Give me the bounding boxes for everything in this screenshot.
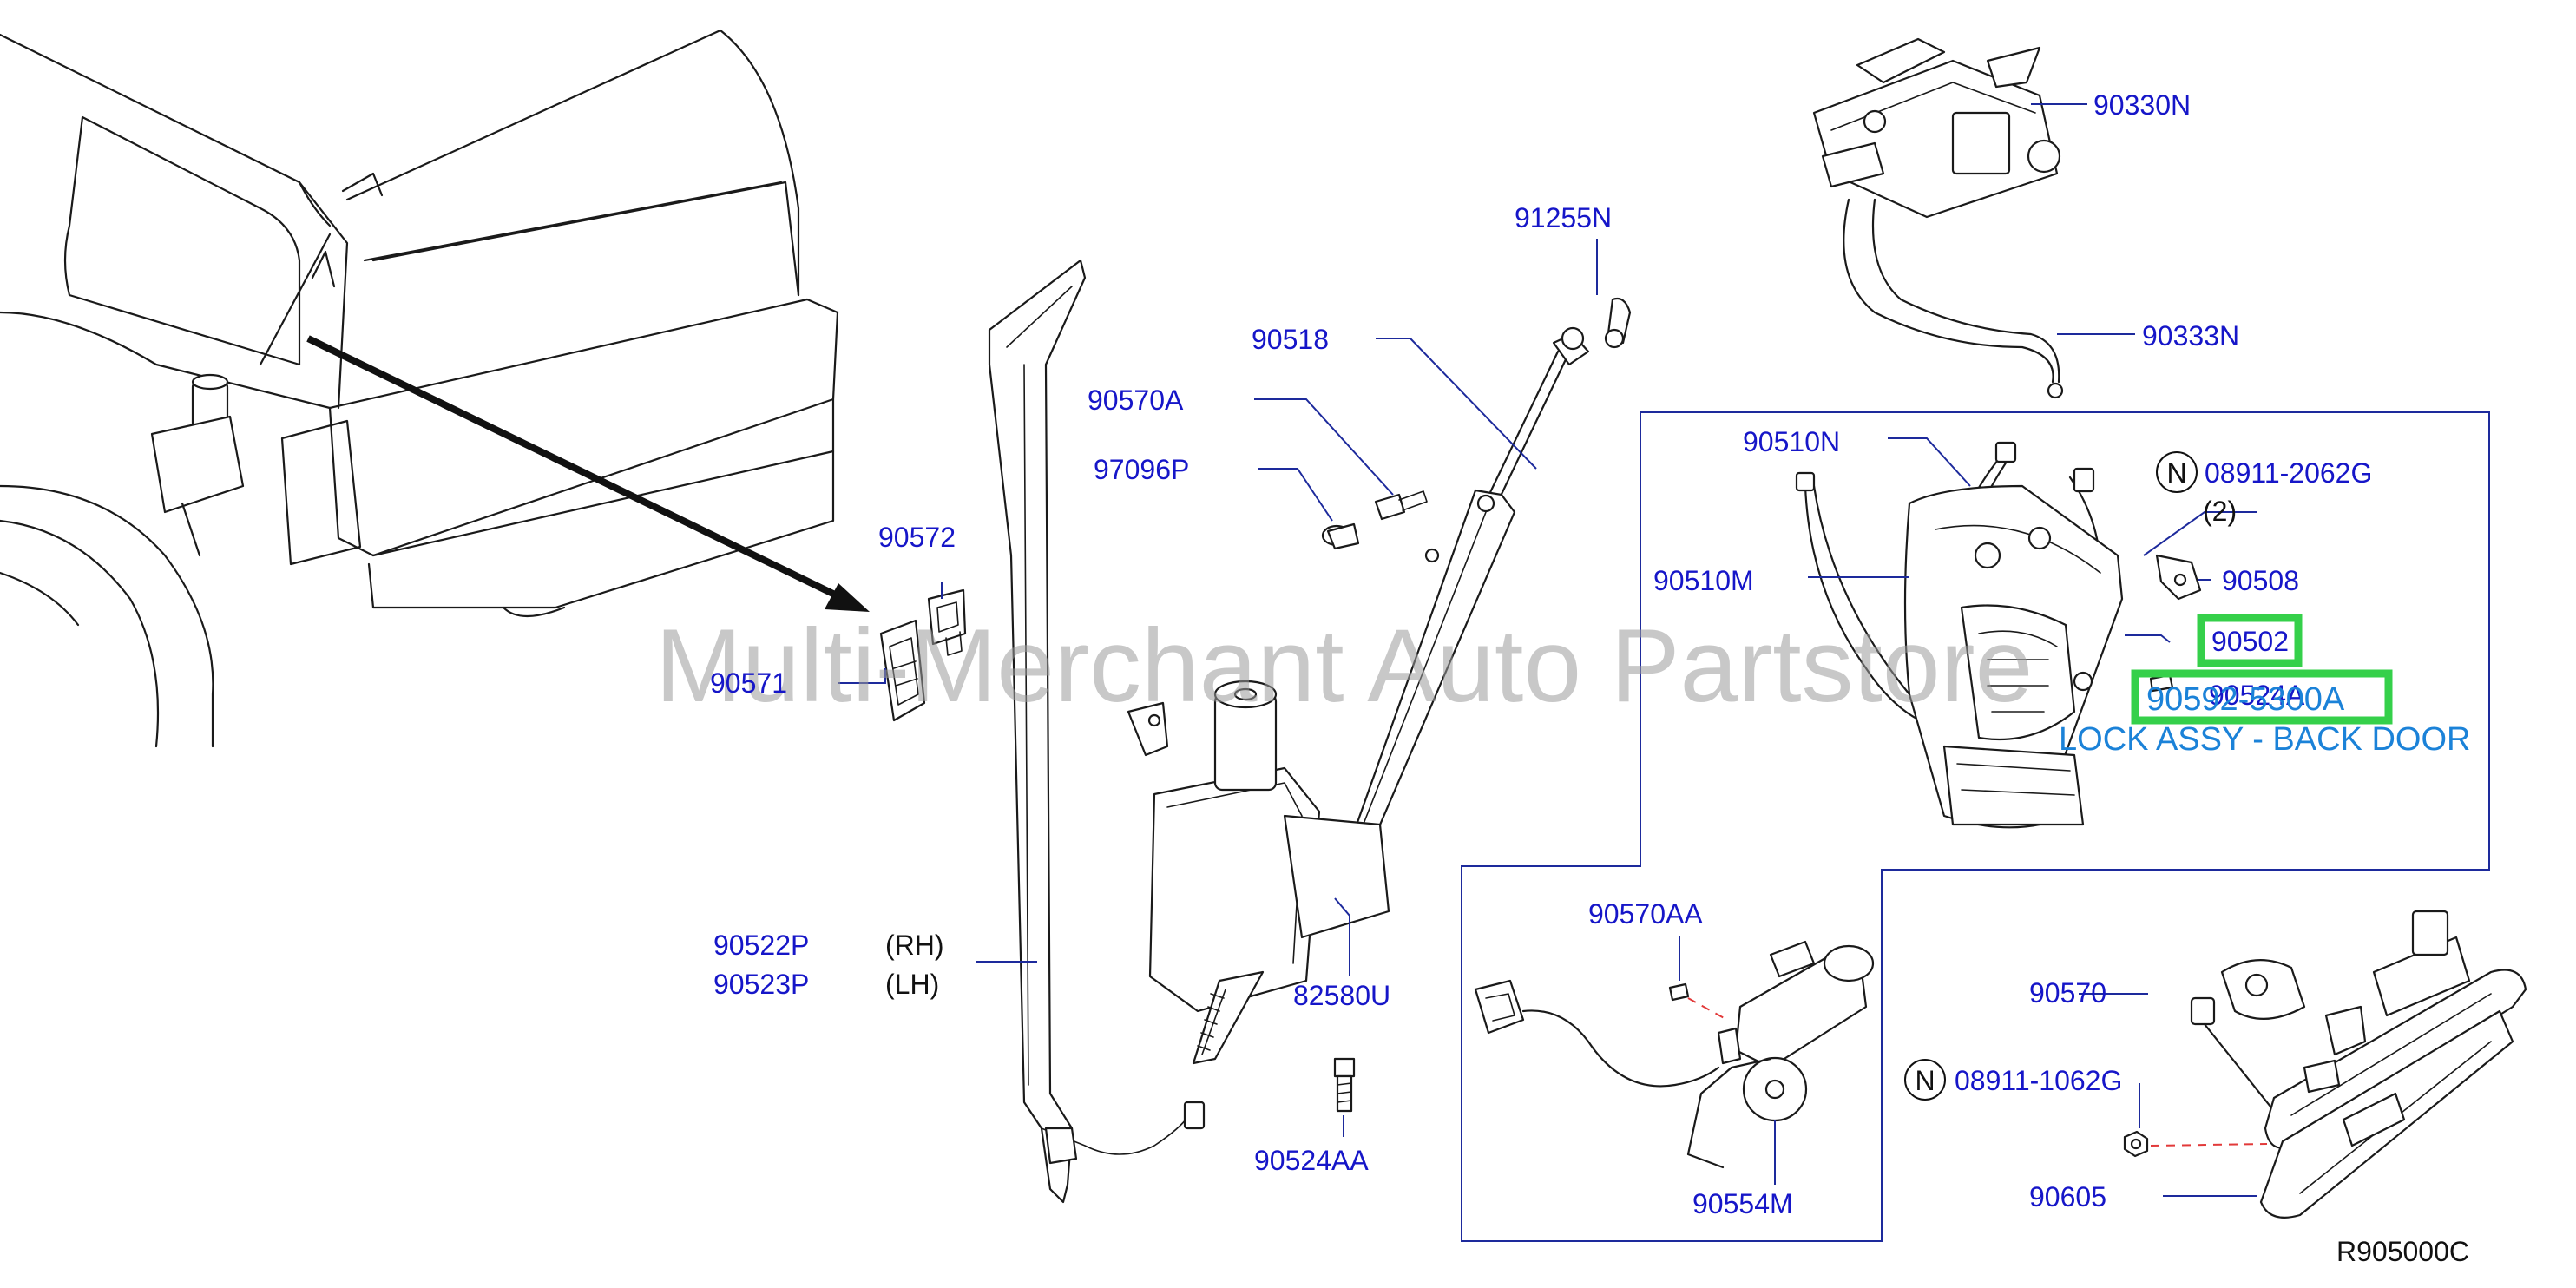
vehicle-rear-illustration <box>0 29 839 748</box>
label-90502[interactable]: 90502 <box>2211 626 2289 657</box>
spacer-97096P-illustration <box>1321 522 1360 550</box>
label-90524A[interactable]: 90524A <box>2209 680 2305 711</box>
label-90572[interactable]: 90572 <box>878 522 956 553</box>
stay-strut-illustration <box>1335 297 1632 887</box>
striker-90570-illustration <box>2190 959 2306 1113</box>
part-labels: 90330N 90333N 91255N 90518 90570A 97096P… <box>710 89 2470 1267</box>
leader-lines <box>838 103 2257 1197</box>
highlight-90592-5300A <box>2131 669 2393 725</box>
actuator-82580U-illustration <box>1127 680 1390 1065</box>
label-90523P[interactable]: 90523P <box>713 969 809 1000</box>
bracket-90571-illustration <box>879 619 926 722</box>
door-trim-strip-illustration <box>988 259 1206 1204</box>
release-handle-90330N-illustration <box>1812 37 2061 219</box>
label-90510N[interactable]: 90510N <box>1743 426 1840 457</box>
label-90570[interactable]: 90570 <box>2029 977 2106 1009</box>
closure-actuator-90554M-illustration <box>1474 940 1875 1169</box>
cable-90333N-illustration <box>1843 198 2064 399</box>
n-mark-label: N <box>2166 457 2186 489</box>
label-90510M[interactable]: 90510M <box>1653 565 1754 596</box>
label-90522P[interactable]: 90522P <box>713 930 809 961</box>
nut-08911-1062G-illustration <box>2123 1130 2268 1158</box>
label-lock-assy-back-door: LOCK ASSY - BACK DOOR <box>2059 721 2470 758</box>
label-90554M[interactable]: 90554M <box>1692 1188 1793 1219</box>
label-90330N[interactable]: 90330N <box>2093 89 2191 121</box>
watermark: Multi-Merchant Auto Partstore <box>655 608 2033 724</box>
label-90518[interactable]: 90518 <box>1252 324 1329 355</box>
label-90524AA[interactable]: 90524AA <box>1254 1145 1369 1176</box>
label-rh: (RH) <box>885 930 944 961</box>
bolt-90524AA-illustration <box>1333 1057 1356 1113</box>
quantity-2: (2) <box>2203 496 2237 527</box>
n-mark-08911-2062G: N <box>2156 451 2198 493</box>
lock-assy-frame <box>1461 411 2490 1242</box>
label-90592-5300A[interactable]: 90592-5300A <box>2146 681 2345 718</box>
bracket-90572-illustration <box>927 588 967 656</box>
pointer-arrow <box>306 335 870 612</box>
label-82580U[interactable]: 82580U <box>1293 980 1390 1011</box>
label-lh: (LH) <box>885 969 939 1000</box>
label-08911-1062G[interactable]: 08911-1062G <box>1955 1065 2122 1096</box>
label-08911-2062G[interactable]: 08911-2062G <box>2205 457 2372 489</box>
handle-90605-illustration <box>2259 910 2527 1219</box>
label-97096P[interactable]: 97096P <box>1094 454 1189 485</box>
highlight-90502 <box>2197 614 2303 667</box>
label-90570A[interactable]: 90570A <box>1088 384 1184 416</box>
label-90605[interactable]: 90605 <box>2029 1181 2106 1212</box>
label-90570AA[interactable]: 90570AA <box>1588 898 1703 930</box>
n-mark-label-2: N <box>1915 1065 1935 1096</box>
figure-code: R905000C <box>2336 1236 2469 1267</box>
n-mark-08911-1062G: N <box>1904 1059 1946 1101</box>
label-90508[interactable]: 90508 <box>2222 565 2299 596</box>
screw-90570A-illustration <box>1374 490 1428 521</box>
label-91255N[interactable]: 91255N <box>1515 202 1612 233</box>
lock-assy-illustration <box>1795 441 2202 829</box>
label-90333N[interactable]: 90333N <box>2142 320 2239 352</box>
label-90571[interactable]: 90571 <box>710 667 787 699</box>
